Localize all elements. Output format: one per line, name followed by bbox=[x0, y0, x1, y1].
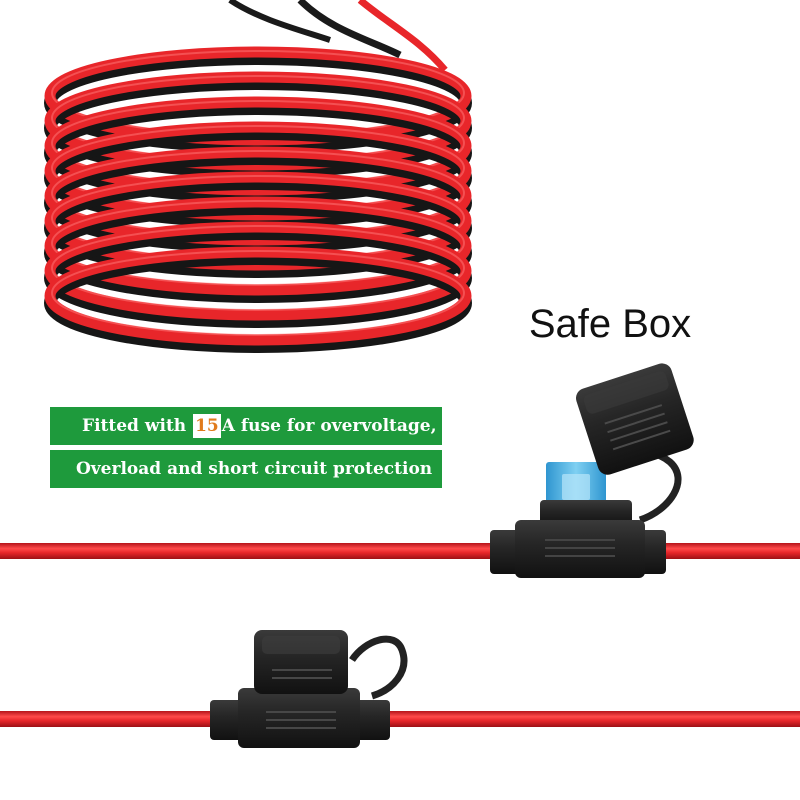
coil-highlight bbox=[51, 250, 465, 336]
banner-line1-suffix: A fuse for overvoltage, bbox=[221, 416, 437, 436]
banner-line1-prefix: Fitted with bbox=[82, 416, 193, 436]
banner-bg-1 bbox=[50, 407, 442, 445]
safe-box-title: Safe Box bbox=[528, 302, 692, 346]
fuse-banner-line-2: Overload and short circuit protection bbox=[50, 450, 442, 488]
coil-highlight bbox=[51, 200, 465, 286]
fuse-holder-closed bbox=[210, 630, 408, 748]
fuse-holder-open bbox=[490, 363, 694, 578]
wire-upper bbox=[0, 543, 800, 559]
wire-lower bbox=[0, 711, 800, 727]
fuse-rating: 15 bbox=[193, 414, 221, 438]
coil-highlight bbox=[51, 225, 465, 311]
cable-coil bbox=[44, 0, 472, 353]
banner-line2-text: Overload and short circuit protection bbox=[76, 459, 433, 479]
banner-bg-2 bbox=[50, 450, 442, 488]
